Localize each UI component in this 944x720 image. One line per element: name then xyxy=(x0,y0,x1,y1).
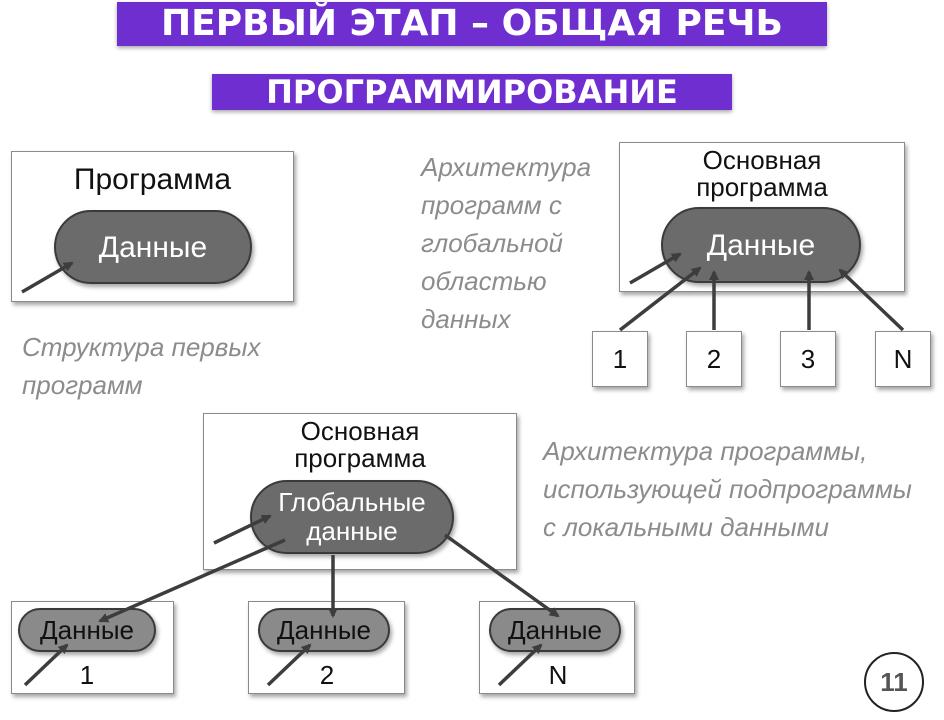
subprogram-box-n: Данные N xyxy=(479,601,635,694)
subprogram-data-pill-1: Данные xyxy=(18,608,156,652)
caption-first-programs: Структура первых программ xyxy=(22,332,261,400)
program-box-title: Программа xyxy=(73,163,232,196)
subprogram-box-2: Данные 2 xyxy=(248,601,405,694)
caption-global-data-architecture: Архитектура программ с глобальной област… xyxy=(421,152,592,334)
subprogram-data-pill-n: Данные xyxy=(489,608,621,652)
main-program-box-global-title: Основная программа xyxy=(696,145,828,203)
module-box-3: 3 xyxy=(780,331,836,387)
subprogram-data-pill-2: Данные xyxy=(258,608,390,652)
subprogram-label-2: 2 xyxy=(319,660,335,690)
slide-title-line-1: ПЕРВЫЙ ЭТАП – ОБЩАЯ РЕЧЬ xyxy=(117,2,827,46)
program-box: Программа Данные xyxy=(11,151,294,302)
module-box-2: 2 xyxy=(686,331,742,387)
module-box-1: 1 xyxy=(592,331,648,387)
caption-local-data-architecture: Архитектура программы, использующей подп… xyxy=(543,436,912,542)
module-box-n: N xyxy=(875,331,931,387)
global-data-pill: Данные xyxy=(661,207,861,283)
page-number-badge: 11 xyxy=(864,652,924,712)
subprogram-box-1: Данные 1 xyxy=(11,601,174,694)
subprogram-label-n: N xyxy=(548,660,568,690)
main-program-box-global: Основная программа Данные xyxy=(619,142,905,292)
global-data-pill-local: Глобальные данные xyxy=(250,480,454,554)
slide-title-line-2: ПРОГРАММИРОВАНИЕ xyxy=(212,74,732,110)
main-program-box-local: Основная программа Глобальные данные xyxy=(203,413,517,570)
main-program-box-local-title: Основная программа xyxy=(294,416,426,474)
subprogram-label-1: 1 xyxy=(79,660,95,690)
data-pill: Данные xyxy=(54,210,252,284)
